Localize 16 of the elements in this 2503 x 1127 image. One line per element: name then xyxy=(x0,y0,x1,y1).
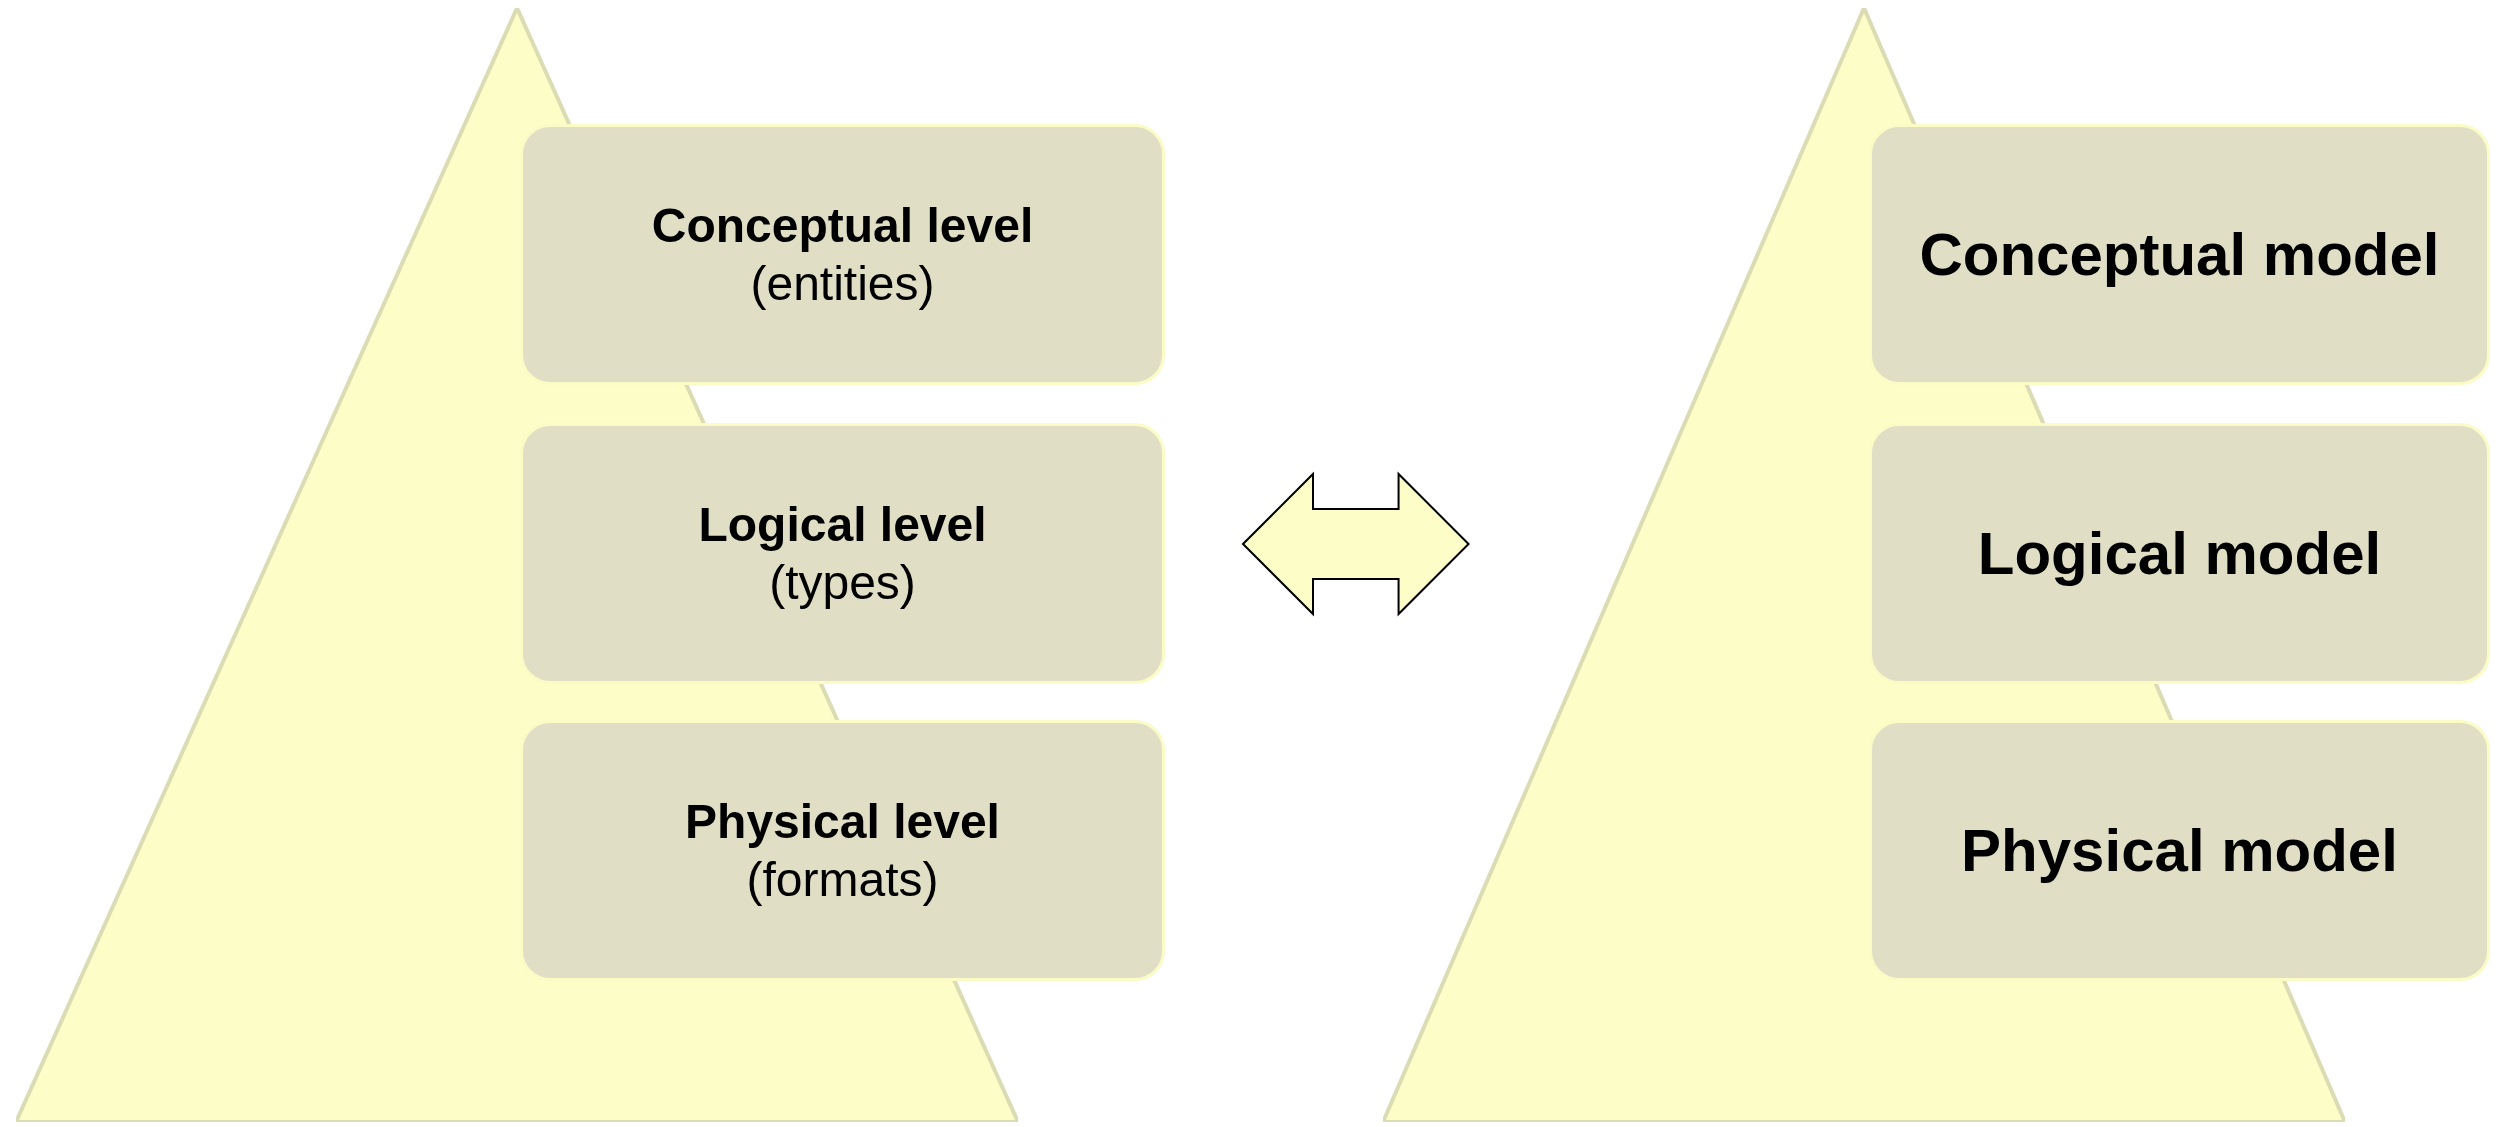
box-heading: Physical model xyxy=(1961,815,2398,886)
level-box xyxy=(1869,423,2490,684)
box-subtitle: (formats) xyxy=(746,851,939,908)
double-arrow xyxy=(1241,471,1470,617)
level-box xyxy=(520,720,1165,981)
box-heading: Conceptual level xyxy=(651,197,1034,254)
box-heading: Physical level xyxy=(685,793,1000,850)
box-subtitle: (types) xyxy=(769,554,916,611)
box-heading: Logical level xyxy=(698,496,987,553)
level-box xyxy=(520,423,1165,684)
level-box xyxy=(1869,720,2490,981)
level-box xyxy=(520,124,1165,385)
box-heading: Conceptual model xyxy=(1919,219,2440,290)
level-box xyxy=(1869,124,2490,385)
box-heading: Logical model xyxy=(1977,518,2382,589)
box-subtitle: (entities) xyxy=(750,255,935,312)
